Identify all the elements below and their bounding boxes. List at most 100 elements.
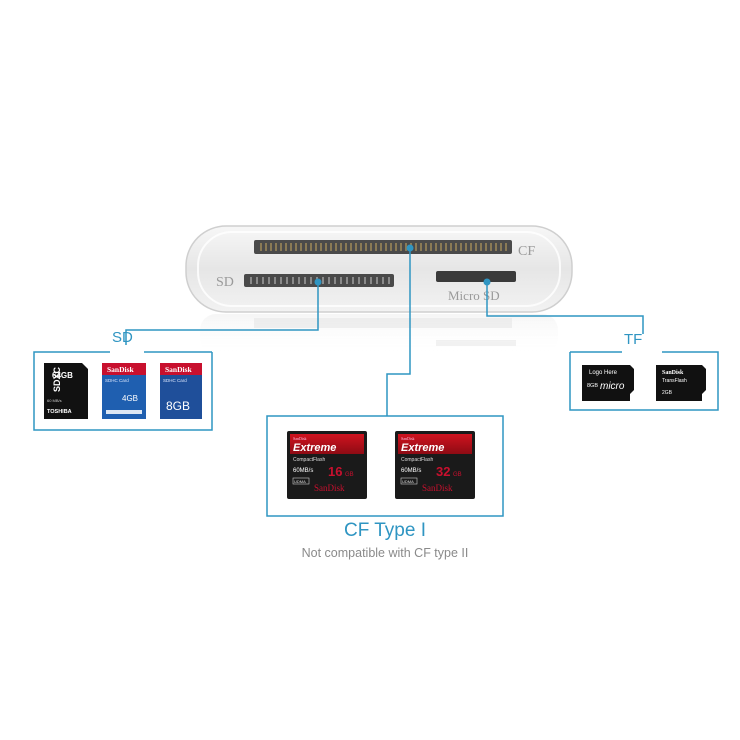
cf-group-label: CF Type I — [343, 520, 426, 541]
svg-text:GB: GB — [453, 472, 462, 478]
slot-pin — [352, 277, 354, 284]
slot-pin — [380, 243, 382, 251]
slot-pin — [365, 243, 367, 251]
svg-text:SDXC: SDXC — [52, 366, 62, 392]
svg-text:SanDisk: SanDisk — [107, 365, 135, 374]
slot-pin — [430, 243, 432, 251]
slot-pin — [270, 243, 272, 251]
slot-label-sd: SD — [216, 275, 234, 290]
slot-label-cf: CF — [518, 244, 535, 259]
svg-text:SDHC Card: SDHC Card — [105, 378, 129, 383]
slot-pin — [370, 243, 372, 251]
svg-text:micro: micro — [600, 381, 625, 392]
slot-pin — [425, 243, 427, 251]
svg-text:4GB: 4GB — [122, 394, 138, 403]
svg-text:Extreme: Extreme — [401, 442, 444, 454]
slot-pin — [495, 243, 497, 251]
slot-pin — [505, 243, 507, 251]
slot-pin — [340, 277, 342, 284]
slot-pin — [388, 277, 390, 284]
slot-pin — [250, 277, 252, 284]
slot-pin — [280, 243, 282, 251]
svg-text:UDMA: UDMA — [294, 479, 306, 484]
svg-text:TransFlash: TransFlash — [662, 378, 687, 384]
svg-text:SanDisk: SanDisk — [422, 483, 453, 493]
slot-pin — [450, 243, 452, 251]
sd-group: SD 64GB SDXC 60 MB/s TOSHIBA SanDisk SDH… — [33, 329, 213, 431]
slot-pin — [485, 243, 487, 251]
tf-group: TF Logo Here 8GB micro SanDisk TransFlas… — [569, 331, 719, 411]
connector-dot-cf — [406, 244, 414, 252]
slot-pin — [375, 243, 377, 251]
slot-pin — [328, 277, 330, 284]
slot-pin — [285, 243, 287, 251]
slot-pin — [355, 243, 357, 251]
svg-text:TOSHIBA: TOSHIBA — [47, 409, 72, 415]
slot-pin — [274, 277, 276, 284]
connector-dot-sd — [314, 278, 322, 286]
cf-card-sandisk-extreme-32gb: SanDisk Extreme CompactFlash 60MB/s 32 G… — [395, 431, 475, 499]
connector-dot-tf — [483, 278, 491, 286]
slot-pin — [455, 243, 457, 251]
slot-pin — [405, 243, 407, 251]
slot-pin — [304, 277, 306, 284]
sd-card-sandisk-8gb: SanDisk SDHC Card 8GB — [160, 363, 202, 419]
svg-text:Logo Here: Logo Here — [589, 370, 618, 376]
slot-pin — [298, 277, 300, 284]
slot-pin — [376, 277, 378, 284]
svg-text:32: 32 — [436, 464, 450, 479]
slot-pin — [275, 243, 277, 251]
micro-sd-slot — [436, 271, 516, 282]
tf-card-sandisk-transflash-2gb: SanDisk TransFlash 2GB — [656, 365, 706, 401]
slot-pin — [300, 243, 302, 251]
device-reflection — [200, 314, 558, 354]
slot-pin — [490, 243, 492, 251]
sd-card-sandisk-4gb: SanDisk SDHC Card 4GB — [102, 363, 146, 419]
svg-text:SanDisk: SanDisk — [662, 370, 684, 376]
slot-pin — [320, 243, 322, 251]
slot-pin — [370, 277, 372, 284]
slot-pin — [330, 243, 332, 251]
svg-text:CompactFlash: CompactFlash — [401, 457, 433, 463]
svg-text:SanDisk: SanDisk — [401, 436, 415, 441]
slot-pin — [500, 243, 502, 251]
cf-card-sandisk-extreme-16gb: SanDisk Extreme CompactFlash 60MB/s 16 G… — [287, 431, 367, 499]
slot-pin — [480, 243, 482, 251]
slot-pin — [435, 243, 437, 251]
slot-pin — [460, 243, 462, 251]
slot-pin — [400, 243, 402, 251]
slot-pin — [286, 277, 288, 284]
cf-slot — [254, 240, 512, 254]
slot-pin — [470, 243, 472, 251]
svg-text:UDMA: UDMA — [402, 479, 414, 484]
svg-text:SDHC Card: SDHC Card — [163, 378, 187, 383]
svg-text:16: 16 — [328, 464, 342, 479]
slot-pin — [475, 243, 477, 251]
slot-pin — [385, 243, 387, 251]
slot-pin — [395, 243, 397, 251]
slot-pin — [440, 243, 442, 251]
slot-pin — [358, 277, 360, 284]
cf-compatibility-note: Not compatible with CF type II — [301, 546, 469, 560]
slot-pin — [465, 243, 467, 251]
card-reader-device — [185, 225, 573, 313]
slot-pin — [256, 277, 258, 284]
svg-text:SanDisk: SanDisk — [293, 436, 307, 441]
svg-text:60 MB/s: 60 MB/s — [47, 398, 62, 403]
slot-pin — [360, 243, 362, 251]
slot-pin — [260, 243, 262, 251]
tf-group-label: TF — [624, 331, 642, 348]
slot-pin — [265, 243, 267, 251]
slot-pin — [268, 277, 270, 284]
sd-group-label: SD — [112, 329, 133, 346]
slot-pin — [310, 277, 312, 284]
svg-text:2GB: 2GB — [662, 390, 673, 396]
tf-card-logo-here-8gb: Logo Here 8GB micro — [582, 365, 634, 401]
slot-pin — [350, 243, 352, 251]
slot-pin — [305, 243, 307, 251]
slot-pin — [364, 277, 366, 284]
svg-text:Extreme: Extreme — [293, 442, 336, 454]
svg-text:SanDisk: SanDisk — [314, 483, 345, 493]
slot-pin — [310, 243, 312, 251]
